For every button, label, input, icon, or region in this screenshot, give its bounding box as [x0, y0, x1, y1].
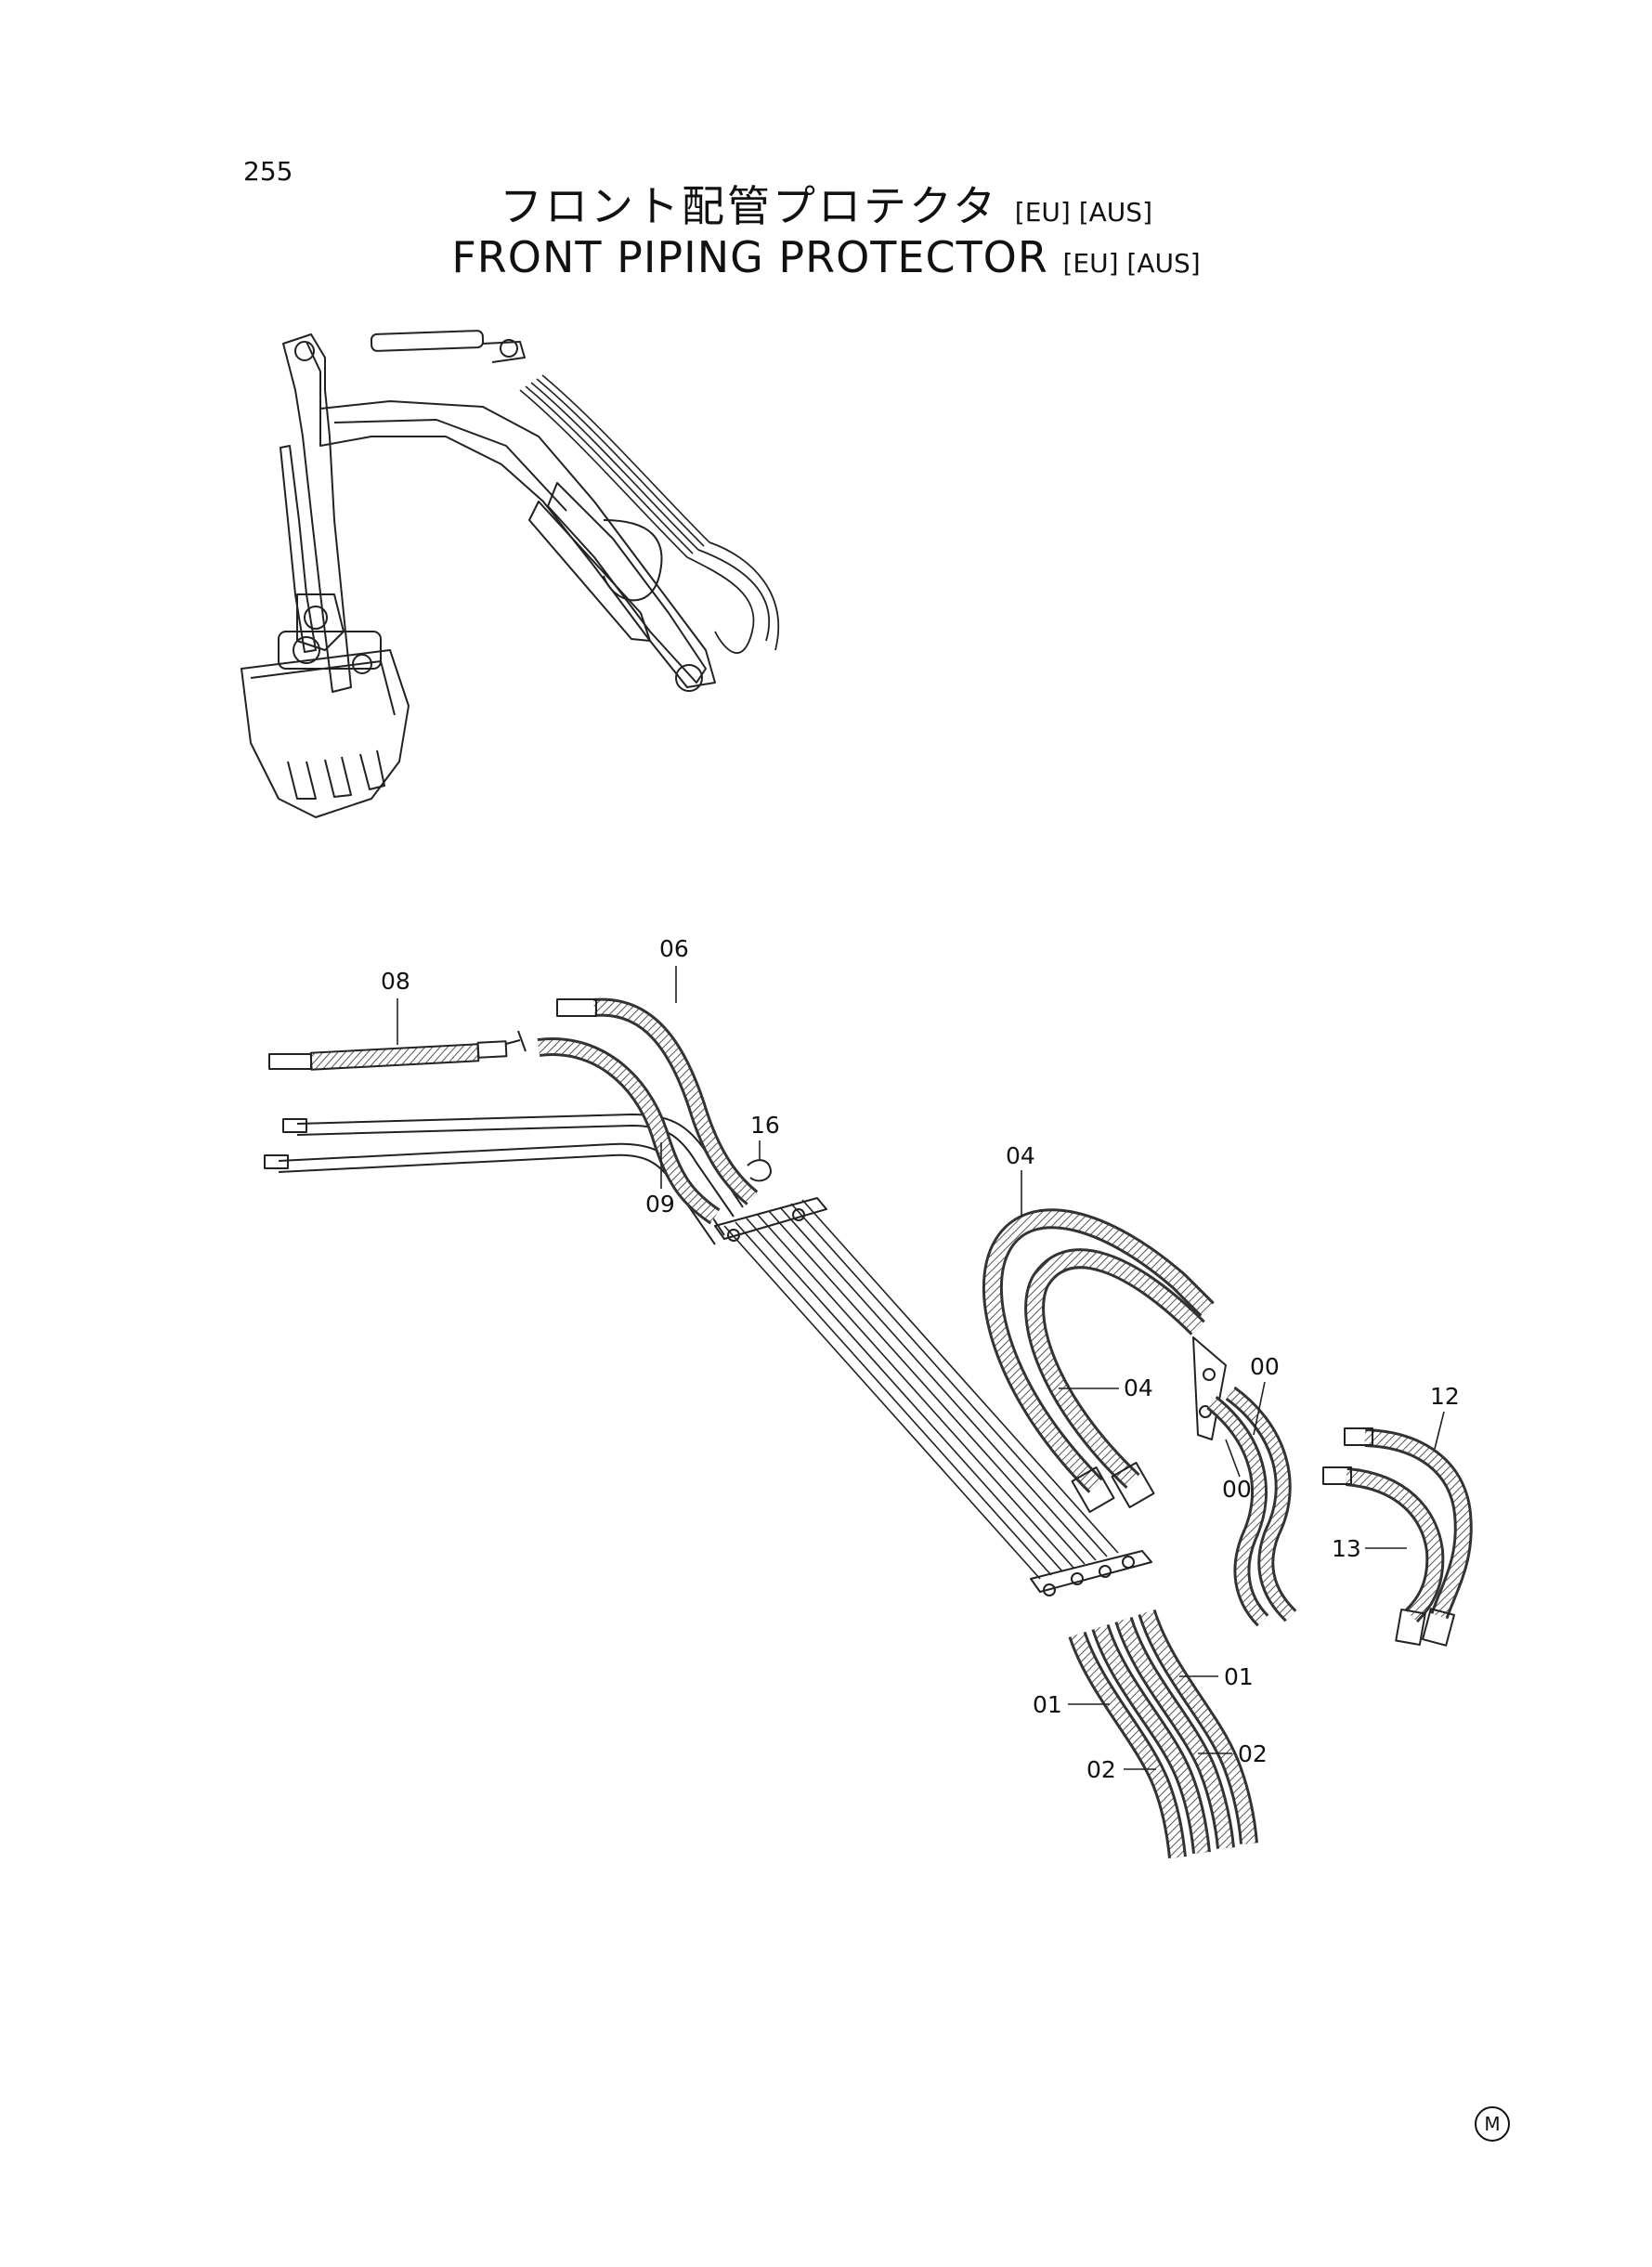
callout-12: 12	[1430, 1383, 1460, 1410]
title-english: FRONT PIPING PROTECTOR [EU] [AUS]	[0, 232, 1652, 282]
callout-02-right: 02	[1238, 1740, 1268, 1767]
page-number: 255	[243, 156, 293, 187]
boom-cylinder	[280, 445, 317, 653]
bundle-clamps	[714, 1197, 1152, 1596]
excavator-front-illustration	[241, 330, 780, 818]
callout-16: 16	[750, 1112, 780, 1139]
callout-00-bottom: 00	[1222, 1476, 1252, 1503]
callout-00-top: 00	[1250, 1353, 1280, 1380]
hoses-04	[982, 1208, 1227, 1513]
region-tags-en: [EU] [AUS]	[1062, 248, 1201, 279]
callout-02-left: 02	[1086, 1756, 1116, 1783]
callout-09: 09	[645, 1191, 675, 1218]
hoses-01-02	[1068, 1609, 1258, 1858]
hose-12	[1344, 1427, 1473, 1647]
main-tube-bundle	[723, 1199, 1119, 1580]
bucket	[241, 649, 410, 818]
leader-lines	[397, 966, 1445, 1770]
title-jp-text: フロント配管プロテクタ	[500, 181, 999, 231]
callout-08: 08	[381, 968, 410, 995]
callout-04-side: 04	[1124, 1375, 1153, 1401]
callout-04-top: 04	[1006, 1142, 1035, 1169]
callout-01-left: 01	[1033, 1691, 1062, 1718]
callout-13: 13	[1332, 1535, 1361, 1562]
title-japanese: フロント配管プロテクタ [EU] [AUS]	[0, 173, 1652, 234]
clamp-16	[747, 1159, 772, 1182]
boom	[282, 333, 352, 693]
callout-labels: 08 06 16 09 04 04 00 00 12 13 01 01 02 0…	[381, 935, 1460, 1783]
hose-08	[268, 1030, 527, 1071]
callout-06: 06	[659, 935, 689, 962]
region-tags-jp: [EU] [AUS]	[1014, 197, 1152, 228]
callout-01-right: 01	[1224, 1663, 1254, 1690]
title-en-text: FRONT PIPING PROTECTOR	[451, 232, 1048, 282]
hose-06	[556, 997, 759, 1205]
arm	[547, 482, 707, 684]
manufacturer-mark: M	[1475, 2106, 1510, 2142]
hose-bundle	[519, 374, 710, 558]
hoses-00	[1206, 1386, 1297, 1627]
parts-exploded-view	[264, 997, 1473, 1858]
hose-09	[537, 1037, 721, 1225]
hose-13	[1322, 1466, 1445, 1646]
